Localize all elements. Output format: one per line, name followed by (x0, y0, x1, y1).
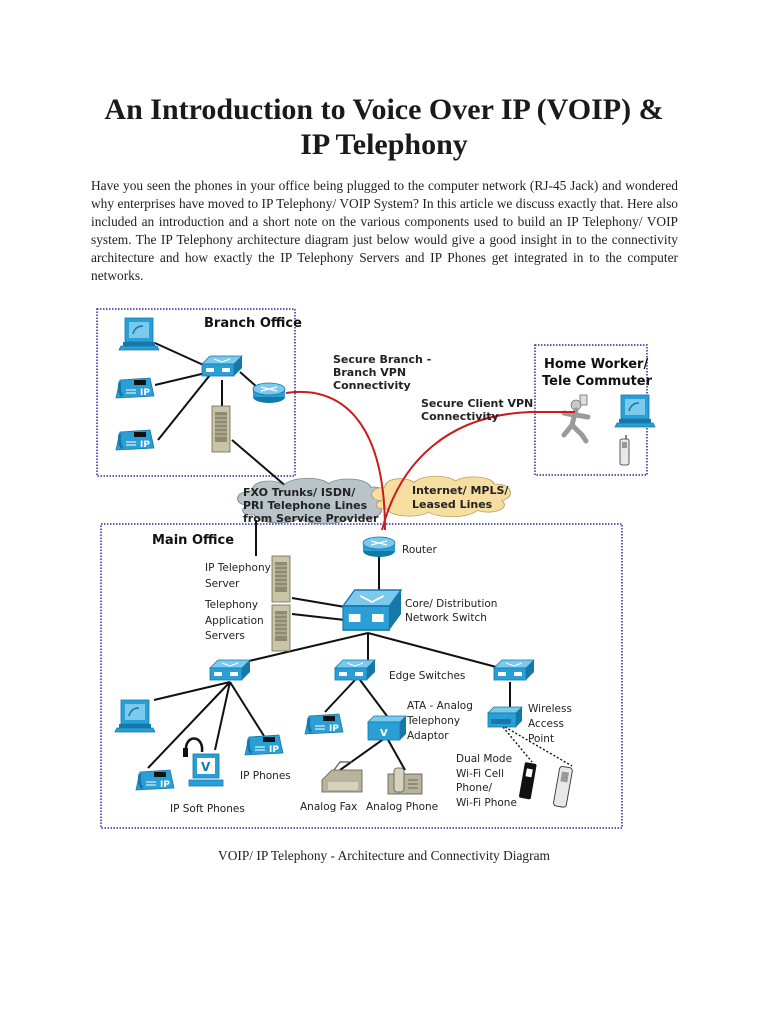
branch-router-icon (252, 382, 286, 404)
ip-phones-label: IP Phones (240, 770, 291, 782)
ip-phone-icon (243, 733, 285, 757)
edge-switch-icon (209, 659, 251, 681)
dual-mode-label-2: Wi-Fi Cell (456, 768, 504, 780)
client-vpn-link (381, 411, 575, 531)
main-router-icon (362, 536, 396, 558)
title-line-1: An Introduction to Voice Over IP (VOIP) … (104, 93, 664, 126)
home-worker-label-1: Home Worker/ (544, 357, 648, 372)
internet-cloud-label-1: Internet/ MPLS/ (412, 484, 509, 497)
core-switch-icon (342, 589, 402, 631)
ip-soft-phones-label: IP Soft Phones (170, 803, 245, 815)
wireless-access-point-icon (487, 706, 523, 728)
edge-switch-icon (493, 659, 535, 681)
router-label: Router (402, 544, 437, 556)
analog-phone-label: Analog Phone (366, 801, 438, 813)
ip-telephony-server-label-1: IP Telephony (205, 562, 271, 574)
home-pc-icon (614, 394, 656, 428)
headset-icon (183, 737, 204, 757)
dual-mode-label-4: Wi-Fi Phone (456, 797, 517, 809)
ip-telephony-server-label-2: Server (205, 578, 240, 590)
page-title: An Introduction to Voice Over IP (VOIP) … (60, 92, 708, 162)
svg-text:V: V (380, 728, 388, 739)
ata-label-1: ATA - Analog (407, 700, 473, 712)
running-person-icon (561, 394, 591, 444)
pstn-cloud-label-3: from Service Provider (243, 512, 379, 525)
core-switch-label-2: Network Switch (405, 612, 487, 624)
telephony-app-server-icon (271, 604, 291, 652)
ip-phone-icon (134, 768, 176, 792)
softphone-pc-icon (114, 699, 156, 733)
branch-softphone-pc-icon (118, 317, 160, 351)
analog-fax-icon (321, 761, 363, 793)
branch-switch-icon (201, 355, 243, 377)
cell-phone-icon (619, 435, 630, 466)
dual-mode-label-1: Dual Mode (456, 753, 512, 765)
analog-phone-icon (387, 767, 423, 795)
softphone-monitor-icon: V (188, 753, 224, 787)
title-line-2: IP Telephony (300, 128, 468, 161)
home-worker-label-2: Tele Commuter (542, 374, 653, 389)
svg-text:V: V (201, 760, 211, 774)
branch-vpn-label-1: Secure Branch - (333, 353, 431, 366)
telephony-app-servers-label-3: Servers (205, 630, 245, 642)
branch-vpn-link (285, 390, 386, 531)
pstn-cloud-label-1: FXO Trunks/ ISDN/ (243, 486, 356, 499)
analog-fax-label: Analog Fax (300, 801, 357, 813)
branch-server-icon (211, 405, 231, 453)
wireless-links (502, 726, 573, 767)
ata-label-3: Adaptor (407, 730, 449, 742)
branch-vpn-label-2: Branch VPN (333, 366, 406, 379)
ata-label-2: Telephony (406, 715, 460, 727)
wifi-phone-icon (553, 766, 573, 808)
branch-ip-phone-icon (114, 428, 156, 452)
branch-office-zone (96, 308, 296, 477)
pstn-cloud-label-2: PRI Telephone Lines (243, 499, 368, 512)
diagram-caption: VOIP/ IP Telephony - Architecture and Co… (218, 848, 550, 863)
ata-adaptor-icon: V (367, 715, 407, 741)
main-office-zone (100, 523, 623, 829)
telephony-app-servers-label-1: Telephony (204, 599, 258, 611)
dual-mode-phone-icon (519, 762, 537, 800)
ip-phone-icon (303, 712, 345, 736)
dual-mode-label-3: Phone/ (456, 782, 493, 794)
edge-switch-icon (334, 659, 376, 681)
branch-wiring (154, 342, 289, 489)
main-wiring (147, 520, 511, 771)
core-switch-label-1: Core/ Distribution (405, 598, 497, 610)
branch-vpn-label-3: Connectivity (333, 379, 411, 392)
wireless-ap-label-3: Point (528, 733, 554, 745)
telephony-app-servers-label-2: Application (205, 615, 264, 627)
branch-ip-phone-icon (114, 376, 156, 400)
wireless-ap-label-2: Access (528, 718, 564, 730)
intro-paragraph: Have you seen the phones in your office … (91, 178, 678, 283)
ip-telephony-server-icon (271, 555, 291, 603)
internet-cloud-label-2: Leased Lines (412, 498, 493, 511)
wireless-ap-label-1: Wireless (528, 703, 572, 715)
edge-switches-label: Edge Switches (389, 670, 465, 682)
client-vpn-label-1: Secure Client VPN (421, 397, 533, 410)
client-vpn-label-2: Connectivity (421, 410, 499, 423)
branch-office-label: Branch Office (204, 316, 302, 331)
main-office-label: Main Office (152, 533, 234, 548)
